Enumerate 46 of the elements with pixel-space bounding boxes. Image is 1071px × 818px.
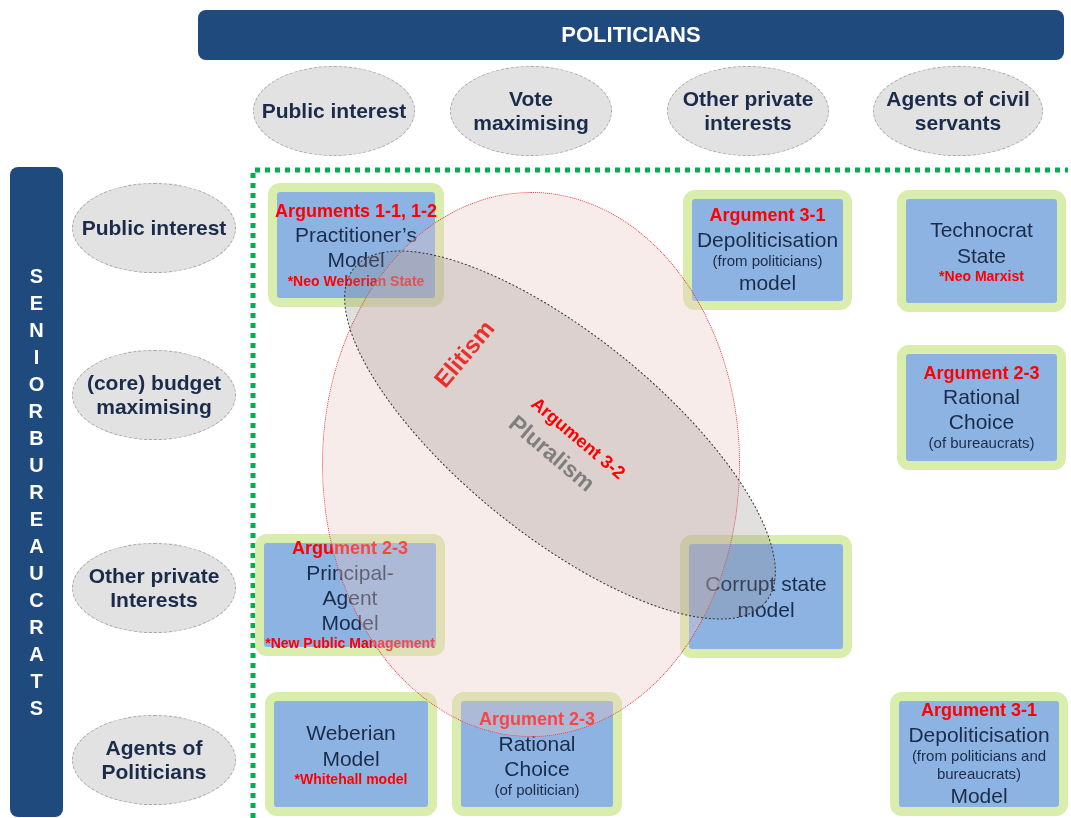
header-bar (198, 10, 1064, 60)
model-detail: (from politicians) (712, 251, 823, 270)
category-label: Other private Interests (87, 563, 221, 613)
model-name: Technocrat State (929, 217, 1034, 268)
note: *Neo Marxist (939, 267, 1024, 285)
heading: SENIOR BUREAUCRATS (28, 263, 45, 721)
model-card (683, 190, 852, 310)
category-label: (core) budget maximising (85, 370, 223, 420)
model-name: Principal-Agent Model (305, 559, 395, 636)
model-detail: (from politicians and bureaucrats) (910, 746, 1048, 783)
model-card (268, 183, 444, 307)
heading: POLITICIANS (561, 22, 701, 48)
note: *New Public Management (265, 635, 435, 652)
model-name: Depoliticisation (696, 226, 839, 252)
model-card (897, 345, 1066, 470)
note: *Neo Weberian State (287, 272, 425, 290)
category-label: Agents of civil servants (885, 86, 1031, 136)
argument-label: Argument 2-3 (292, 538, 408, 560)
model-card (255, 534, 445, 656)
category-label: Other private interests (681, 86, 815, 136)
argument-label: Argument 2-3 (923, 362, 1040, 385)
model-card (680, 535, 852, 658)
model-name: Practitioner’s Model (294, 222, 418, 273)
model-card (265, 692, 437, 816)
argument-label: Argument 2-3 (479, 709, 595, 731)
argument-label: Argument 3-1 (709, 205, 826, 227)
model-name: Depoliticisation (908, 721, 1050, 747)
side-bar (10, 167, 63, 817)
note: *Whitehall model (294, 770, 408, 788)
model-card (890, 692, 1068, 816)
argument-label: Arguments 1-1, 1-2 (275, 200, 438, 223)
model-name: Corrupt state model (704, 571, 828, 622)
category-label: Public interest (261, 98, 407, 124)
category-label: Public interest (81, 215, 227, 241)
category-label: Agents of Politicians (100, 735, 208, 785)
model-detail: (of bureaucrats) (928, 434, 1035, 453)
model-name: Model (950, 782, 1008, 808)
argument-label: Argument 3-1 (921, 700, 1037, 722)
model-name: model (738, 269, 797, 295)
model-name: Weberian Model (305, 720, 397, 771)
model-detail: (of politician) (494, 781, 580, 799)
model-name: Rational Choice (941, 384, 1022, 435)
model-name: Rational Choice (497, 730, 577, 781)
category-label: Vote maximising (472, 86, 590, 136)
model-card (452, 692, 622, 816)
model-card (897, 190, 1066, 312)
